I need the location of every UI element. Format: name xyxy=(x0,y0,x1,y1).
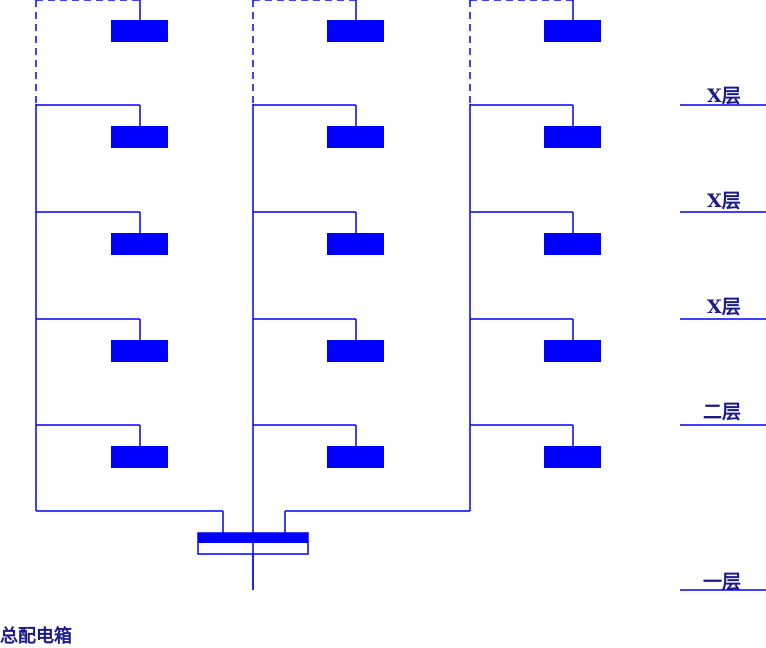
floor-lines xyxy=(680,104,766,591)
distribution-box xyxy=(544,446,601,468)
distribution-box xyxy=(111,340,168,362)
distribution-box xyxy=(544,20,601,42)
distribution-box xyxy=(111,126,168,148)
distribution-box xyxy=(111,233,168,255)
wiring xyxy=(35,0,574,590)
distribution-box xyxy=(327,446,384,468)
floor-label-4: 二层 xyxy=(703,401,742,423)
main-distribution-panel xyxy=(197,532,309,590)
floor-label-2: X层 xyxy=(707,190,741,212)
floor-label-3: X层 xyxy=(707,296,741,318)
main-panel-label: 总配电箱 xyxy=(0,626,72,647)
distribution-box xyxy=(544,233,601,255)
distribution-box xyxy=(327,20,384,42)
distribution-box xyxy=(544,340,601,362)
distribution-box xyxy=(544,126,601,148)
distribution-box xyxy=(111,446,168,468)
distribution-box xyxy=(111,20,168,42)
distribution-box xyxy=(327,126,384,148)
floor-label-5: 一层 xyxy=(703,571,742,593)
floor-label-1: X层 xyxy=(707,85,741,107)
distribution-boxes xyxy=(111,20,601,468)
distribution-box xyxy=(327,340,384,362)
distribution-box xyxy=(327,233,384,255)
